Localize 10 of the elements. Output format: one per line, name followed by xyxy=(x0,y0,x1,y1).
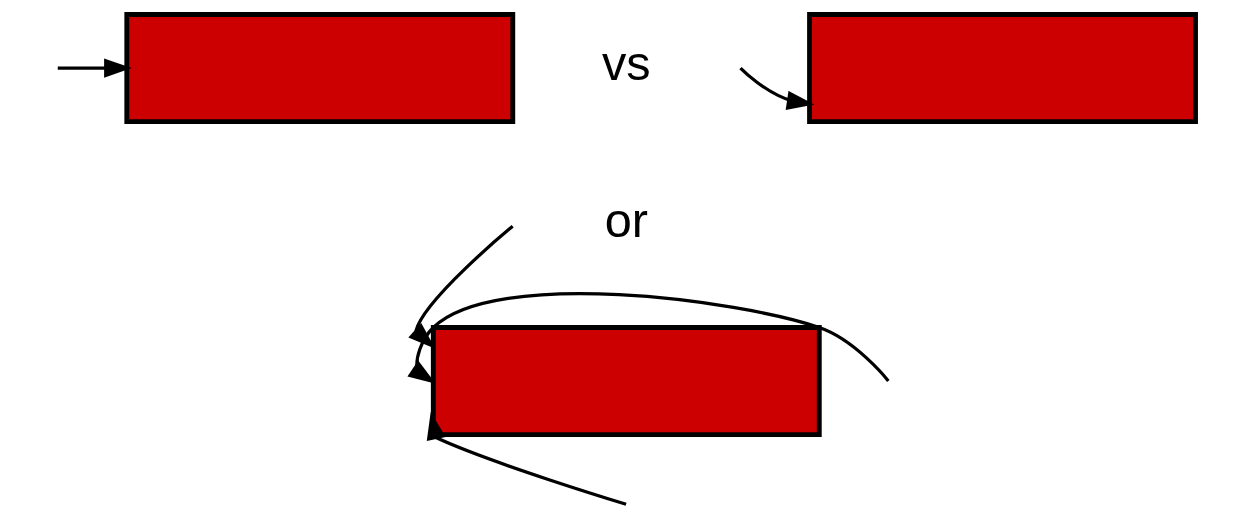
node-box xyxy=(430,325,822,437)
arrow xyxy=(407,292,890,384)
node-box xyxy=(807,12,1198,124)
arrow xyxy=(408,225,514,349)
node-box xyxy=(124,12,516,124)
arrow xyxy=(739,67,815,110)
label: or xyxy=(604,192,648,247)
arrow xyxy=(57,58,132,78)
label: vs xyxy=(601,36,651,91)
arrow xyxy=(426,411,627,506)
